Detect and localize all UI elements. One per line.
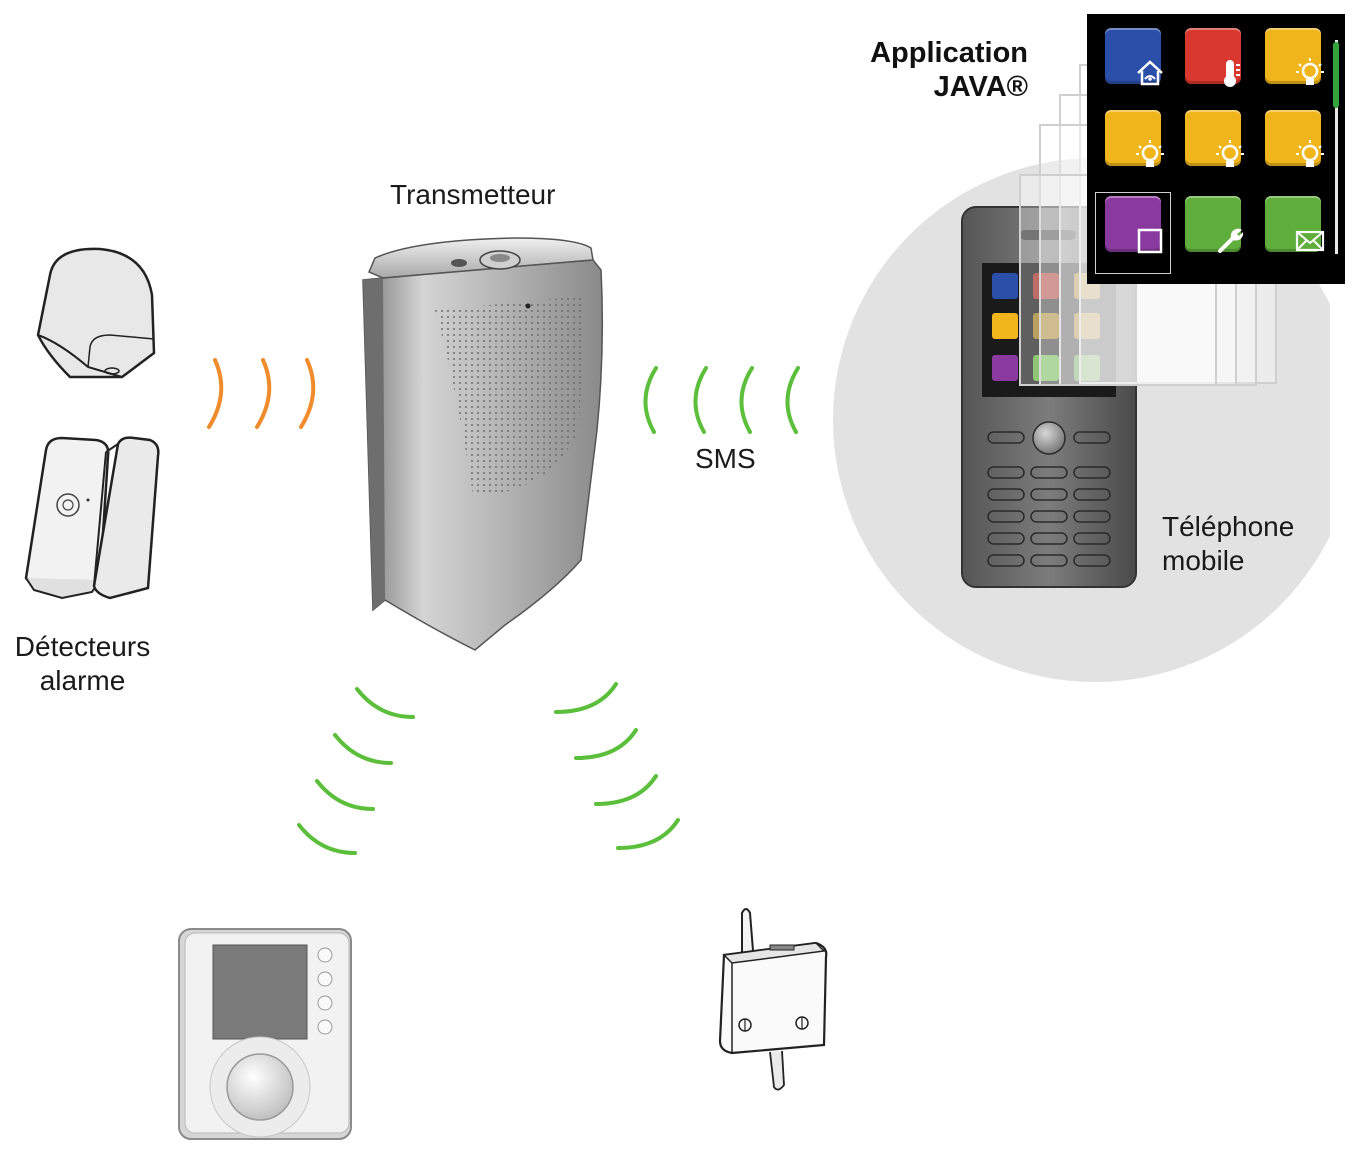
light-bulb-tile[interactable] [1185,110,1244,167]
door-contact-detector [24,436,160,600]
receiver-module [718,908,828,1091]
radio-waves-down-right [554,682,680,850]
phone-label: Téléphone mobile [1162,510,1294,578]
light-bulb-tile[interactable] [1265,110,1324,167]
wrench-tile[interactable] [1185,196,1244,253]
motion-detector [36,247,156,379]
light-bulb-tile[interactable] [1105,110,1164,167]
radio-waves-down-left [297,687,415,855]
phone-label-line1: Téléphone [1162,511,1295,542]
detectors-label-line1: Détecteurs [14,631,151,662]
house-alarm-tile[interactable] [1105,28,1163,86]
phone-label-line2: mobile [1162,545,1245,576]
app-selection-frame [1095,192,1171,274]
sms-waves [643,366,800,434]
thermometer-tile[interactable] [1185,28,1241,87]
sms-label: SMS [695,443,756,474]
app-scrollbar-thumb[interactable] [1333,42,1339,108]
light-bulb-tile[interactable] [1265,28,1324,85]
app-label-line1: Application [870,37,1028,69]
java-app-screen [1087,14,1345,284]
transmitter-device [362,237,604,651]
square-tile[interactable] [1105,196,1163,254]
thermostat-device [178,928,352,1140]
detectors-label: Détecteurs alarme [0,630,165,698]
transmitter-label: Transmetteur [390,179,556,210]
app-scrollbar[interactable] [1335,40,1338,254]
radio-waves-orange [207,358,316,429]
detectors-label-line2: alarme [39,665,126,696]
app-label-line2: JAVA® [933,71,1028,103]
app-label: Application JAVA® [830,36,1028,104]
envelope-tile[interactable] [1265,196,1325,252]
